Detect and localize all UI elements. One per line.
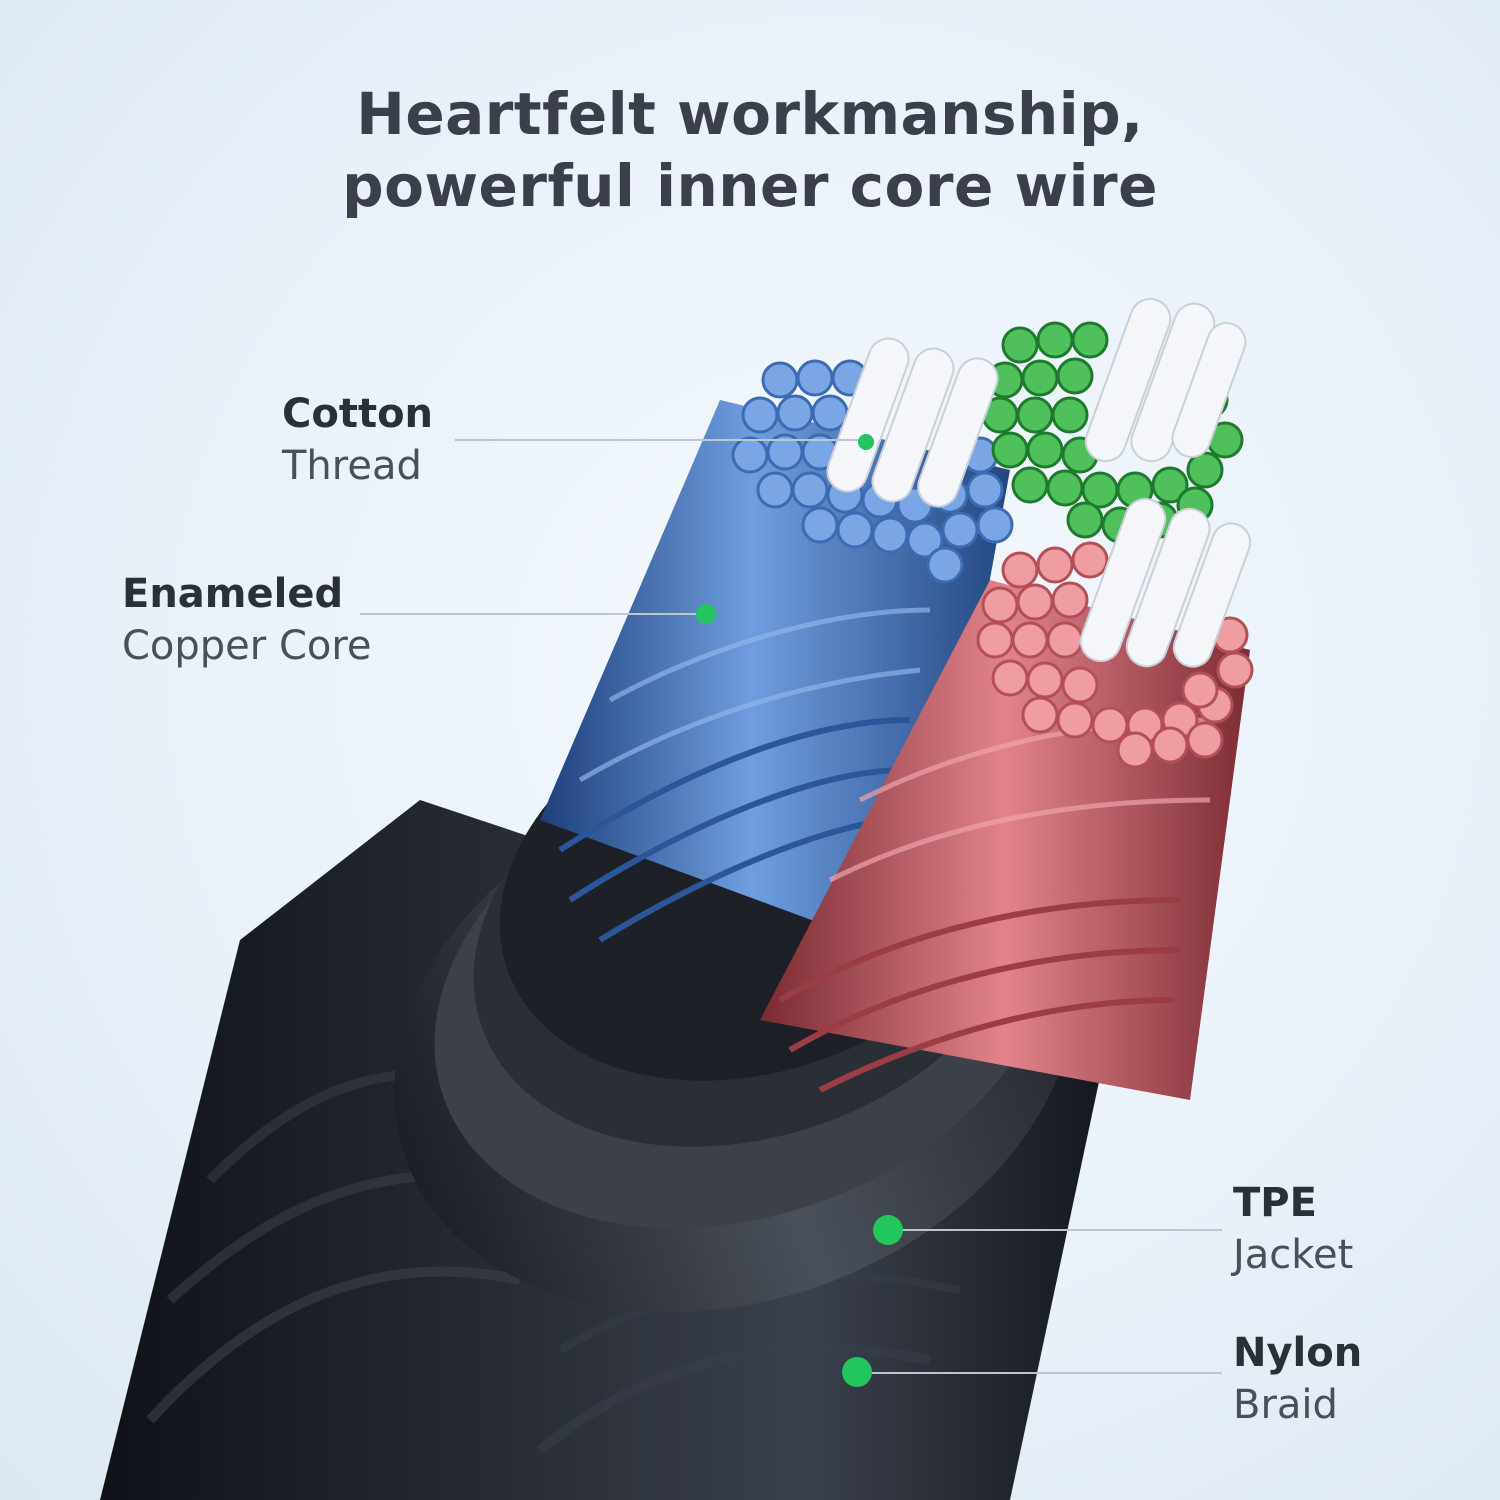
callout-cotton-subtitle: Thread [282, 443, 422, 489]
callout-nylon-braid: Nylon Braid [1233, 1327, 1362, 1431]
leader-lines [360, 439, 1222, 1374]
marker-cotton-dot [858, 434, 874, 450]
red-copper-bundle [760, 541, 1254, 1100]
marker-copper-dot [696, 604, 716, 624]
callout-cotton-title: Cotton [282, 391, 434, 437]
callout-cotton-thread: Cotton Thread [282, 388, 433, 492]
callout-copper-subtitle: Copper Core [122, 623, 372, 669]
cotton-thread-fibers [826, 297, 1252, 668]
marker-nylon-dot [842, 1357, 872, 1387]
callout-tpe-subtitle: Jacket [1233, 1232, 1354, 1278]
marker-tpe-dot [873, 1215, 903, 1245]
callout-tpe-title: TPE [1233, 1180, 1317, 1226]
headline-line-1: Heartfelt workmanship, [356, 80, 1144, 148]
callout-markers [696, 434, 903, 1387]
callout-tpe-jacket: TPE Jacket [1233, 1177, 1353, 1281]
callout-enameled-copper-core: Enameled Copper Core [122, 568, 372, 672]
headline-line-2: powerful inner core wire [342, 152, 1158, 220]
callout-nylon-subtitle: Braid [1233, 1382, 1338, 1428]
headline: Heartfelt workmanship, powerful inner co… [0, 78, 1500, 222]
callout-nylon-title: Nylon [1233, 1330, 1363, 1376]
callout-copper-title: Enameled [122, 571, 344, 617]
